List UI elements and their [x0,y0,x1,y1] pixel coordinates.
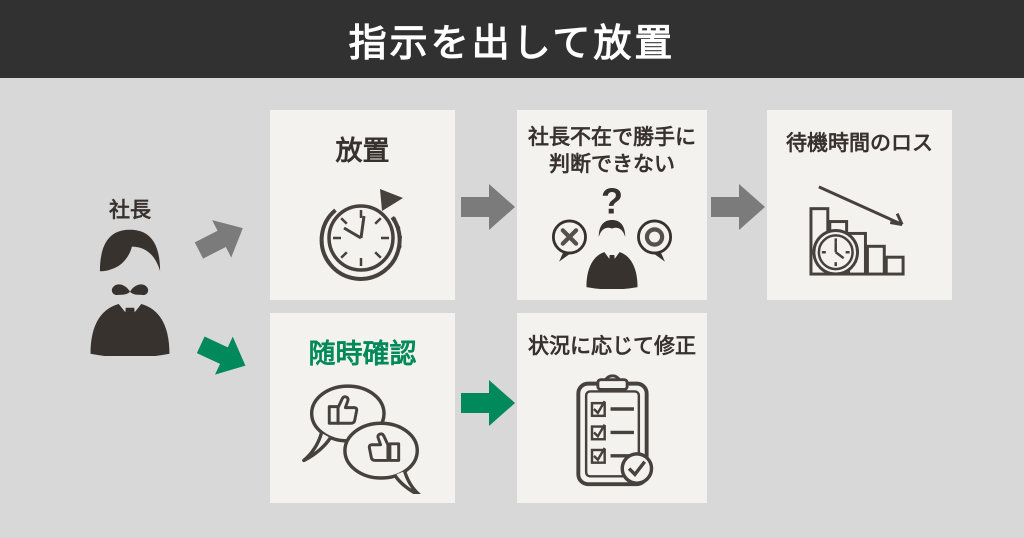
thumbs-up-chat-icon [297,376,429,499]
card-neglect: 放置 [270,110,455,300]
arrow-houchi-to-cannot-decide-icon [461,184,515,235]
card-frequent-check: 随時確認 [270,313,455,503]
arrow-cannot-decide-to-loss-icon [711,184,765,235]
card-adjust-fix: 状況に応じて修正 [517,313,707,503]
card-cannot-decide-label: 社長不在で勝手に 判断できない [528,126,696,177]
header-bar: 指示を出して放置 [0,0,1024,78]
svg-text:?: ? [601,185,623,221]
card-waiting-time-loss: 待機時間のロス [767,110,952,300]
declining-chart-clock-icon [803,173,917,284]
card-frequent-check-label: 随時確認 [308,339,417,369]
page-title: 指示を出して放置 [348,22,676,65]
card-neglect-label: 放置 [335,136,390,166]
arrow-boss-to-confirm-icon [189,326,254,390]
card-cannot-decide: 社長不在で勝手に 判断できない ? [517,110,707,300]
arrow-boss-to-houchi-icon [189,209,255,274]
elapsed-time-clock-icon [308,178,418,291]
arrow-confirm-to-fix-icon [461,380,515,431]
actor-label: 社長 [109,199,151,222]
card-waiting-time-loss-label: 待機時間のロス [786,132,933,155]
card-adjust-fix-label: 状況に応じて修正 [528,335,696,358]
checklist-clipboard-icon [560,368,664,495]
boss-icon [83,220,177,361]
confused-worker-icon: ? [537,180,687,294]
